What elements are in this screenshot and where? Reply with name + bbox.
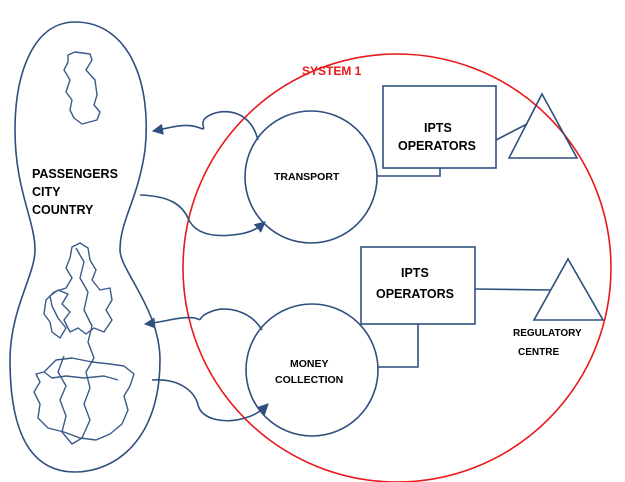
money-collection-circle <box>245 303 379 437</box>
passengers-region <box>9 21 161 473</box>
ipts-operators-bottom-box <box>360 246 476 325</box>
passengers-label: PASSENGERS <box>32 167 118 181</box>
ipts-regulatory-connector <box>474 288 552 291</box>
transport-label: TRANSPORT <box>274 171 340 183</box>
country-label: COUNTRY <box>32 203 94 217</box>
transport-circle <box>244 110 378 244</box>
regulatory-label: REGULATORY <box>513 328 582 339</box>
operators-top-label: OPERATORS <box>398 139 476 153</box>
passenger-scribble-top <box>63 51 101 125</box>
passenger-scribble-bottom <box>33 357 135 441</box>
passenger-scribble-tall <box>57 247 95 445</box>
city-label: CITY <box>32 185 61 199</box>
transport-to-passengers-arrow <box>151 110 259 141</box>
passengers-to-transport-arrow <box>139 194 266 237</box>
passenger-scribble-middle <box>43 242 113 339</box>
top-triangle <box>507 92 579 159</box>
money-ipts-connector <box>378 324 419 368</box>
system-boundary-circle <box>182 53 612 482</box>
system-label: SYSTEM 1 <box>302 64 362 78</box>
centre-label: CENTRE <box>518 347 559 358</box>
collection-label: COLLECTION <box>275 374 343 386</box>
ipts-bottom-label: IPTS <box>401 266 429 280</box>
passengers-to-money-arrow <box>151 379 269 422</box>
money-to-passengers-arrow <box>143 308 263 331</box>
money-label: MONEY <box>290 358 329 370</box>
operators-bottom-label: OPERATORS <box>376 287 454 301</box>
ipts-top-triangle-connector <box>495 123 528 141</box>
ipts-top-label: IPTS <box>424 121 452 135</box>
transport-ipts-connector <box>377 168 441 177</box>
